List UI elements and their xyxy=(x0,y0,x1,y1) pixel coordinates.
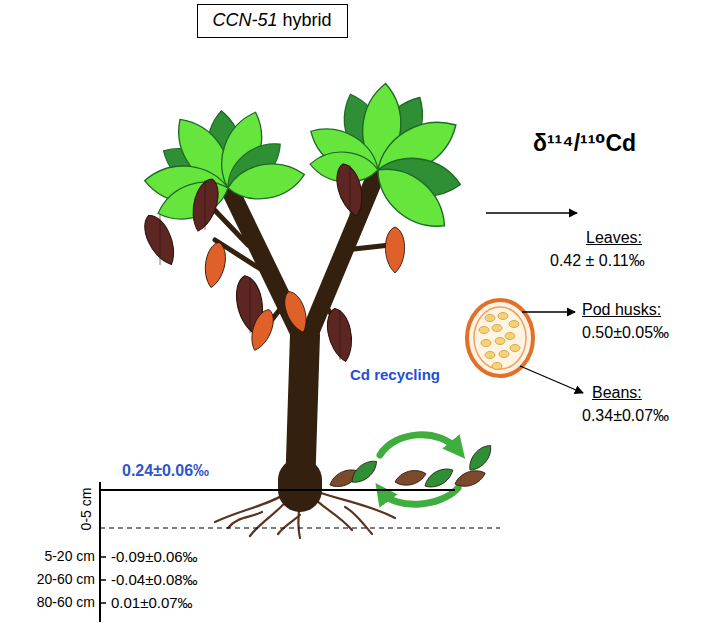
trunk xyxy=(205,170,390,490)
roots xyxy=(228,512,262,528)
recycling-arrows xyxy=(380,435,458,455)
organ-label: Beans: xyxy=(592,384,642,402)
title-box: CCN-51 hybrid xyxy=(197,4,348,38)
organ-label: Leaves: xyxy=(586,229,642,247)
pod-cross-section xyxy=(509,321,519,328)
pod-cross-section xyxy=(495,338,505,345)
cacao-pods xyxy=(385,227,404,273)
process-label: Cd recycling xyxy=(350,366,440,383)
trunk xyxy=(345,245,390,250)
trunk xyxy=(300,335,305,490)
pod-cross-section xyxy=(492,363,502,370)
pod-ridges xyxy=(205,180,206,230)
isotope-value: 0.50±0.05‰ xyxy=(582,324,669,342)
cacao-pods xyxy=(138,161,404,364)
cultivar-name: CCN-51 xyxy=(212,10,277,30)
isotope-value: 0.24±0.06‰ xyxy=(122,462,209,480)
leaf-litter xyxy=(422,464,456,492)
depth-label: 5-20 cm xyxy=(44,548,95,564)
isotope-value: -0.04±0.08‰ xyxy=(111,571,198,588)
cacao-pods xyxy=(187,176,223,234)
leaves-right xyxy=(366,156,457,241)
recycling-arrows xyxy=(380,435,458,505)
depth-label: 0-5 cm xyxy=(78,488,94,531)
soil-profile xyxy=(100,527,500,528)
isotope-value: 0.34±0.07‰ xyxy=(582,407,669,425)
title-word: hybrid xyxy=(277,10,331,30)
roots xyxy=(345,507,372,534)
cacao-pods xyxy=(332,161,368,219)
pod-cross-section xyxy=(474,307,526,369)
soil-profile xyxy=(100,482,500,622)
leader-arrows xyxy=(486,212,577,213)
soil-profile xyxy=(99,482,101,622)
pod-ridges xyxy=(160,165,350,360)
leaf-litter xyxy=(393,467,427,488)
leaves-left xyxy=(153,173,234,229)
pod-cross-section xyxy=(492,325,502,332)
pod-cross-section xyxy=(481,340,491,347)
depth-label: 20-60 cm xyxy=(37,571,95,587)
leaves-right xyxy=(302,82,465,240)
organ-label: Pod husks: xyxy=(582,301,661,319)
roots xyxy=(278,515,300,534)
pod-cross-section xyxy=(479,313,520,370)
cacao-pods xyxy=(202,241,229,290)
pod-cross-section xyxy=(505,333,515,340)
isotope-heading: δ¹¹⁴/¹¹⁰Cd xyxy=(533,130,636,156)
soil-profile xyxy=(100,556,106,558)
pod-cross-section xyxy=(479,327,489,334)
pod-ridges xyxy=(340,310,341,360)
isotope-value: 0.01±0.07‰ xyxy=(111,594,193,611)
pod-cross-section xyxy=(485,352,495,359)
leader-arrows xyxy=(520,366,583,393)
leaf-litter xyxy=(327,441,496,492)
pod-ridges xyxy=(160,215,161,265)
pod-cross-section xyxy=(499,351,509,358)
soil-profile xyxy=(100,602,106,604)
trunk xyxy=(278,480,322,490)
leader-arrows xyxy=(522,311,575,312)
leaf-litter xyxy=(348,456,381,487)
pod-cross-section xyxy=(498,313,508,320)
leader-arrows xyxy=(486,213,583,393)
pod-ridges xyxy=(250,277,251,333)
title-text: CCN-51 hybrid xyxy=(212,10,333,31)
pod-ridges xyxy=(350,165,351,215)
pod-cross-section xyxy=(510,345,520,352)
leaves-left xyxy=(225,158,307,205)
leaves-left xyxy=(143,106,307,228)
cacao-pods xyxy=(323,306,356,364)
cacao-pods xyxy=(280,289,312,336)
isotope-value: 0.42 ± 0.11‰ xyxy=(550,252,645,270)
soil-profile xyxy=(100,489,455,491)
soil-profile xyxy=(100,579,106,581)
depth-label: 80-60 cm xyxy=(37,594,95,610)
cacao-pods xyxy=(246,307,278,354)
roots xyxy=(215,492,288,522)
cacao-pods xyxy=(138,211,181,269)
leaf-litter xyxy=(465,441,496,474)
isotope-value: -0.09±0.06‰ xyxy=(111,548,198,565)
pod-cross-section xyxy=(485,315,495,322)
